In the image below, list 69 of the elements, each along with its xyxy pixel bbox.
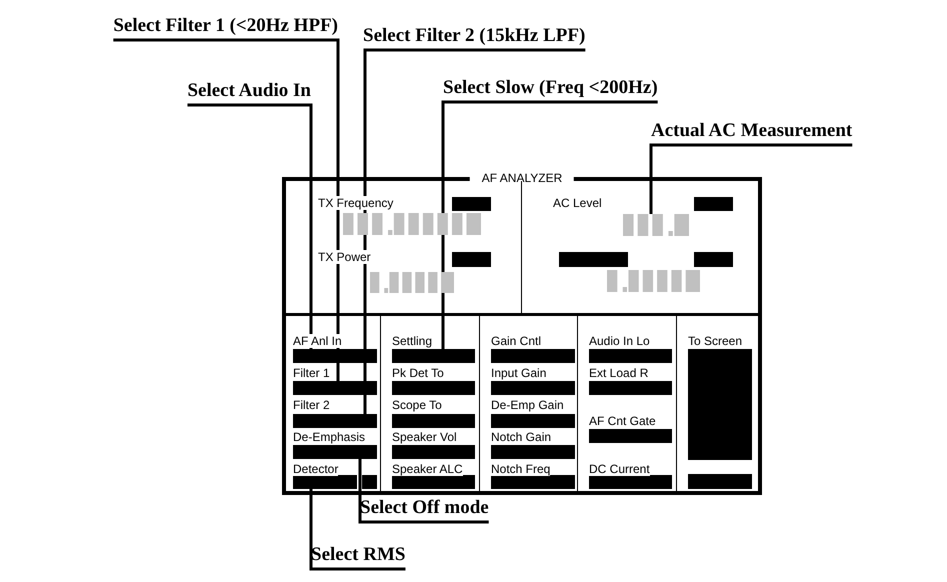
callout-label: Select Off mode (360, 490, 489, 522)
field-label: Detector (293, 462, 338, 476)
field-label: Settling (392, 334, 432, 348)
field-label: Input Gain (491, 366, 546, 380)
field-label: DC Current (589, 462, 650, 476)
field-label: AF Anl In (293, 334, 342, 348)
field-bar (694, 197, 733, 211)
field-label: Ext Load R (589, 366, 648, 380)
field-bar (293, 414, 377, 428)
leader-line (358, 459, 489, 524)
field-bar (392, 349, 475, 363)
callout-label: Select Slow (Freq <200Hz) (443, 73, 658, 102)
leader-line (364, 48, 586, 414)
field-label: AF Cnt Gate (589, 414, 656, 428)
field-bar (491, 414, 575, 428)
field-label: Audio In Lo (589, 334, 650, 348)
callout-label: Select Audio In (187, 76, 311, 105)
field-bar (293, 381, 377, 395)
field-bar (293, 445, 377, 459)
panel-title: AF ANALYZER (470, 171, 574, 185)
digit-display (623, 214, 689, 236)
field-label: Speaker Vol (392, 430, 457, 444)
field-label: De-Emp Gain (491, 398, 564, 412)
field-bar (491, 349, 575, 363)
leader-line (650, 144, 852, 214)
digit-display (370, 272, 454, 293)
field-bar (589, 475, 672, 489)
field-bar (362, 475, 377, 489)
leader-line (187, 104, 312, 349)
callout-label: Select RMS (311, 538, 406, 569)
field-bar (491, 381, 575, 395)
field-label: Gain Cntl (491, 334, 542, 348)
digit-display (607, 270, 700, 292)
field-bar (559, 252, 628, 267)
callout-label: Select Filter 1 (<20Hz HPF) (113, 10, 338, 40)
field-bar (589, 381, 672, 395)
field-bar (392, 475, 475, 489)
field-bar (688, 349, 752, 460)
digit-display (343, 213, 481, 235)
field-bar (491, 475, 575, 489)
field-bar (392, 414, 475, 428)
field-bar (694, 252, 733, 267)
field-label: Speaker ALC (392, 462, 463, 476)
leader-line (310, 489, 406, 570)
field-bar (688, 474, 752, 489)
field-label: AC Level (553, 196, 602, 210)
field-bar (452, 252, 491, 267)
field-label: Notch Freq (491, 462, 550, 476)
leader-line (113, 38, 340, 381)
field-label: TX Power (318, 250, 371, 264)
field-bar (589, 349, 672, 363)
field-label: De-Emphasis (293, 430, 366, 444)
callout-label: Select Filter 2 (15kHz LPF) (363, 22, 586, 50)
field-label: Filter 2 (293, 398, 330, 412)
field-label: TX Frequency (318, 196, 394, 210)
field-bar (589, 429, 672, 443)
field-label: To Screen (688, 334, 742, 348)
field-label: Filter 1 (293, 366, 330, 380)
field-bar (491, 445, 575, 459)
field-bar (293, 349, 377, 363)
field-label: Scope To (392, 398, 442, 412)
field-bar (392, 381, 475, 395)
callout-label: Actual AC Measurement (651, 115, 852, 145)
field-label: Notch Gain (491, 430, 552, 444)
field-bar (392, 445, 475, 459)
field-bar (452, 197, 491, 211)
field-label: Pk Det To (392, 366, 444, 380)
leader-line (442, 100, 658, 349)
field-bar (293, 475, 357, 489)
